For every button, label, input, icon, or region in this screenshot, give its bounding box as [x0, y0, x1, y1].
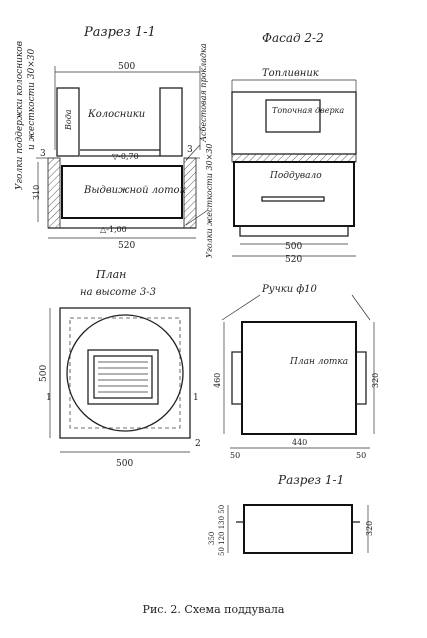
tray-plan-label-handles: Ручки ф10 [261, 284, 318, 295]
plan-grate-bars [98, 361, 148, 393]
plan-title: План [95, 268, 126, 281]
section-1-1-label-corners-bottom: Уголки жесткости 30×30 [205, 143, 214, 258]
section-1-1-label-water: Вода [64, 109, 73, 131]
plan-dim-width: 500 [116, 459, 133, 469]
tray-plan-dim-height: 460 [213, 373, 222, 388]
plan-3-3: План на высоте 3-3 1 1 2 500 500 [39, 268, 201, 469]
tray-section-dim-right: 320 [365, 521, 374, 536]
plan-subtitle: на высоте 3-3 [80, 287, 156, 298]
plan-mark-2: 2 [195, 439, 201, 449]
facade-2-2-label-door: Топочная дверка [272, 106, 344, 115]
plan-dim-height: 500 [39, 365, 49, 382]
tray-plan-dim-right: 320 [371, 373, 380, 388]
section-1-1-label-asbestos: Асбестовая прокладка [199, 43, 208, 143]
tray-plan-label-plan: План лотка [289, 357, 348, 367]
plan-mark-1-left: 1 [46, 393, 52, 403]
tray-section-title: Разрез 1-1 [277, 473, 344, 487]
section-1-1-dim-bottom: 520 [118, 241, 135, 251]
figure-caption: Рис. 2. Схема поддувала [142, 603, 285, 616]
section-1-1-mark-3-right: 3 [187, 145, 193, 155]
section-1-1-label-corners-top: Уголки поддержки колосников [15, 41, 25, 190]
plan-mark-1-right: 1 [193, 393, 199, 403]
tray-plan: Ручки ф10 План лотка 460 320 440 50 50 [213, 284, 380, 460]
tray-plan-dim-left-margin: 50 [230, 451, 240, 460]
section-1-1: Разрез 1-1 500 Колосники Вода ▽-0,70 Выд… [15, 25, 214, 258]
tray-section-dim-left-stack: 50 120 130 50 [218, 505, 226, 556]
section-1-1-dim-height: 310 [32, 185, 41, 200]
section-1-1-label-corners-stiff: и жесткости 30×30 [27, 48, 37, 150]
section-1-1-label-grates: Колосники [87, 109, 145, 120]
section-1-1-level-top: ▽-0,70 [112, 152, 139, 161]
section-1-1-level-bottom: △-1,00 [100, 225, 127, 234]
tray-plan-dim-right-margin: 50 [356, 451, 366, 460]
section-1-1-title: Разрез 1-1 [83, 25, 156, 40]
facade-2-2-dim-inner: 500 [285, 242, 302, 252]
section-1-1-mark-3-left: 3 [40, 149, 46, 159]
section-1-1-label-drawer: Выдвижной лоток [83, 185, 186, 196]
section-1-1-dim-top: 500 [118, 62, 135, 72]
tray-section: Разрез 1-1 320 50 120 130 50 350 [208, 473, 374, 556]
tray-section-dim-left-sum: 350 [208, 532, 216, 545]
tray-plan-dim-width: 440 [292, 438, 307, 447]
facade-2-2: Фасад 2-2 Топливник Топочная дверка Подд… [231, 31, 357, 265]
facade-2-2-label-firebox: Топливник [262, 68, 319, 79]
facade-2-2-title: Фасад 2-2 [262, 31, 324, 45]
facade-2-2-label-ashpit: Поддувало [269, 171, 322, 181]
facade-2-2-dim-outer: 520 [285, 255, 302, 265]
